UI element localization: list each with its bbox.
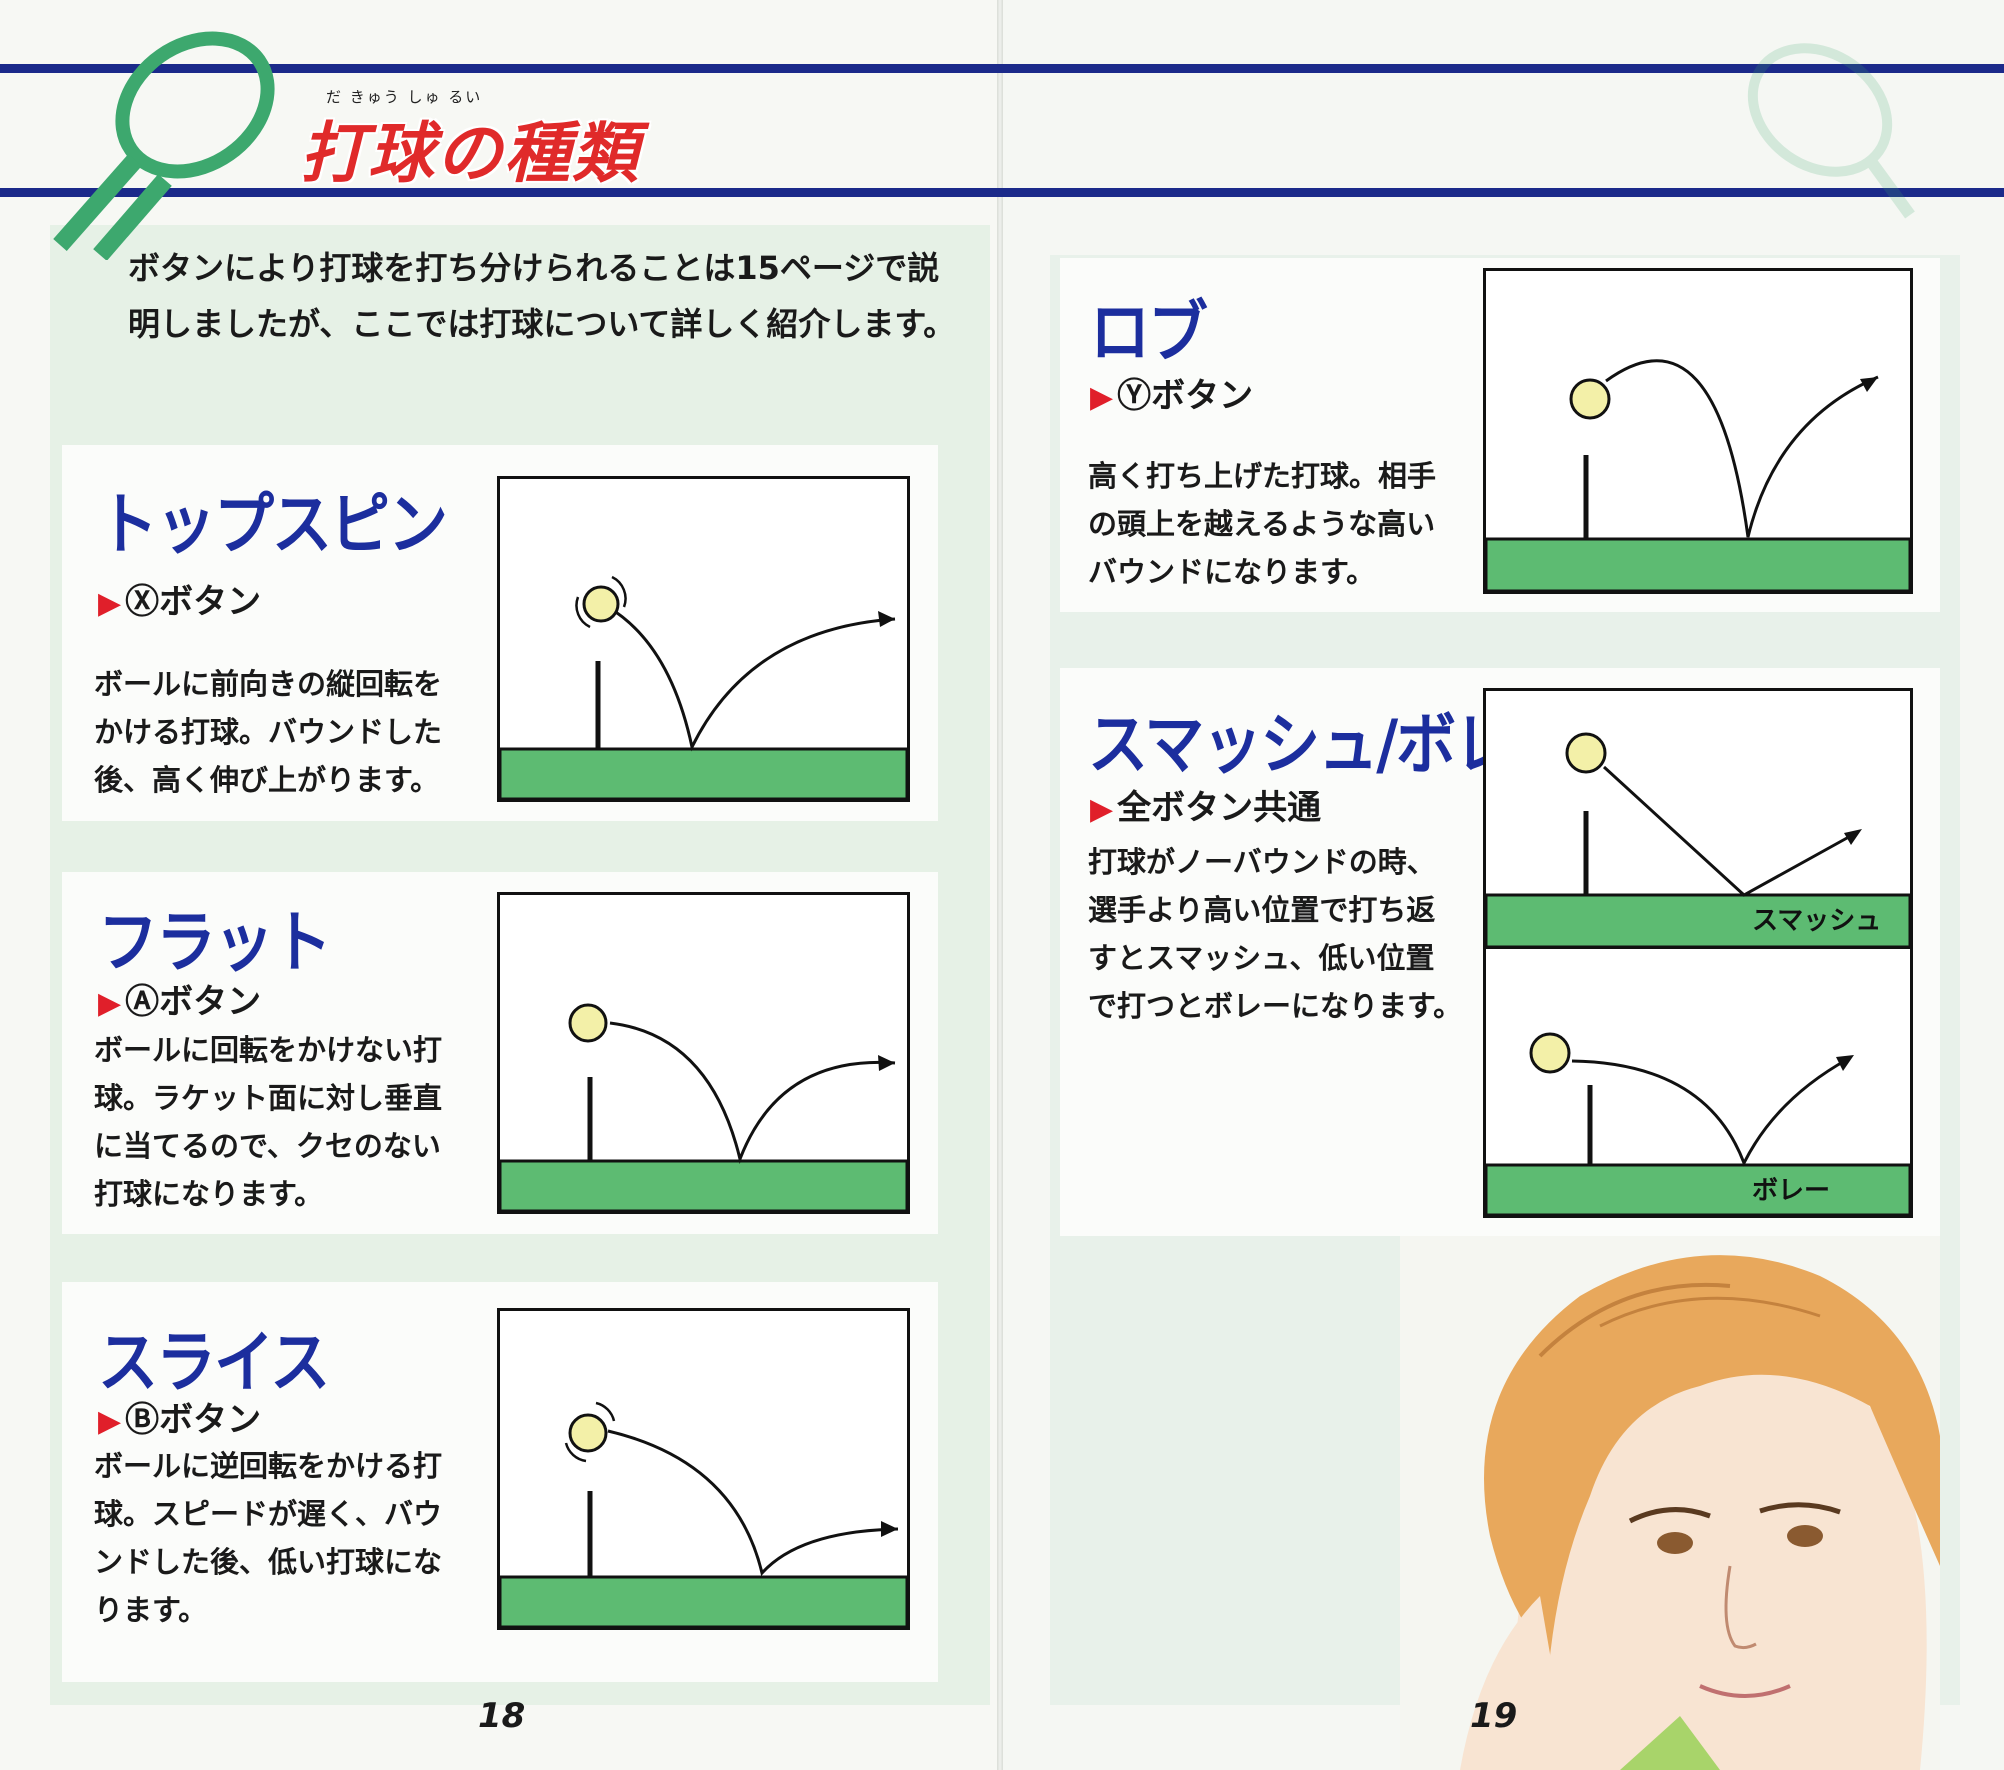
arrow-head — [1860, 377, 1878, 392]
ball-trajectory — [607, 1429, 899, 1577]
page-number-right: 19 — [1470, 1696, 1518, 1736]
smash-label: スマッシュ — [1752, 906, 1882, 936]
page-title: 打球の種類 — [300, 115, 640, 192]
desc-line: で打つとボレーになります。 — [1088, 989, 1463, 1023]
red-triangle-icon: ▶ — [1090, 380, 1114, 415]
court-ground — [500, 1159, 907, 1211]
desc-line: ボールに逆回転をかける打 — [94, 1449, 443, 1483]
lob-heading: ロブ — [1090, 293, 1208, 373]
flat-button-label: Ⓐボタン — [125, 982, 262, 1022]
desc-line: バウンドになります。 — [1088, 555, 1376, 589]
desc-line: 打球がノーバウンドの時、 — [1088, 845, 1436, 879]
ball — [1569, 378, 1611, 420]
smash-volley-button-label: 全ボタン共通 — [1117, 788, 1322, 828]
arrow-head — [878, 1055, 895, 1071]
desc-line: に当てるので、クセのない — [94, 1129, 441, 1163]
desc-line: ボールに前向きの縦回転を — [94, 667, 443, 701]
title-ruby: だ きゅう しゅ るい — [326, 88, 483, 106]
desc-line: 球。ラケット面に対し垂直 — [94, 1081, 443, 1115]
desc-line: かける打球。バウンドした — [94, 715, 443, 749]
spin-arrow-icon — [564, 1442, 587, 1463]
arrow-head — [1836, 1055, 1854, 1071]
smash-volley-button-row: ▶全ボタン共通 — [1090, 780, 1321, 829]
arrow-head — [881, 1521, 898, 1537]
court-ground — [1486, 1163, 1910, 1215]
lob-button-row: ▶Ⓨボタン — [1090, 368, 1253, 417]
intro-line-2: 明しましたが、ここでは打球について詳しく紹介します。 — [128, 305, 956, 343]
slice-heading: スライス — [98, 1323, 330, 1403]
red-triangle-icon: ▶ — [98, 986, 122, 1021]
ball-trajectory — [1602, 765, 1857, 897]
spin-arrow-icon — [575, 596, 591, 629]
desc-line: すとスマッシュ、低い位置 — [1088, 941, 1435, 975]
ball-trajectory — [1605, 359, 1879, 538]
flat-description: ボールに回転をかけない打 球。ラケット面に対し垂直 に当てるので、クセのない 打… — [94, 1026, 442, 1218]
topspin-button-label: Ⓧボタン — [125, 582, 262, 622]
ball — [1529, 1032, 1571, 1074]
court-ground — [1486, 893, 1910, 947]
player-portrait-illustration — [1400, 1236, 1940, 1770]
court-ground — [500, 747, 907, 799]
smash-diagram — [1483, 688, 1913, 950]
header-band-top — [0, 64, 2004, 73]
intro-line-1: ボタンにより打球を打ち分けられることは15ページで説 — [128, 249, 940, 287]
lob-button-label: Ⓨボタン — [1117, 376, 1254, 416]
topspin-heading: トップスピン — [98, 485, 448, 565]
desc-line: 選手より高い位置で打ち返 — [1088, 893, 1436, 927]
ball — [568, 1413, 608, 1453]
desc-line: 高く打ち上げた打球。相手 — [1088, 459, 1437, 493]
slice-button-row: ▶Ⓑボタン — [98, 1392, 261, 1441]
volley-label: ボレー — [1752, 1176, 1831, 1206]
desc-line: 打球になります。 — [94, 1177, 324, 1211]
court-ground — [500, 1575, 907, 1627]
ball-trajectory — [609, 1021, 896, 1165]
slice-diagram — [497, 1308, 910, 1630]
slice-button-label: Ⓑボタン — [125, 1400, 262, 1440]
flat-heading: フラット — [98, 903, 332, 983]
smash-volley-description: 打球がノーバウンドの時、 選手より高い位置で打ち返 すとスマッシュ、低い位置 で… — [1088, 838, 1462, 1030]
arrow-head — [1844, 829, 1862, 845]
book-spine — [997, 0, 1003, 1770]
ball — [1565, 732, 1607, 774]
red-triangle-icon: ▶ — [1090, 792, 1114, 827]
ball — [582, 585, 620, 623]
header-band-bottom — [0, 188, 2004, 197]
spin-arrow-icon — [595, 1401, 616, 1422]
flat-diagram — [497, 892, 910, 1214]
flat-button-row: ▶Ⓐボタン — [98, 974, 261, 1023]
desc-line: 後、高く伸び上がります。 — [94, 763, 440, 797]
volley-diagram — [1483, 946, 1913, 1218]
desc-line: ります。 — [94, 1593, 208, 1627]
lob-description: 高く打ち上げた打球。相手 の頭上を越えるような高い バウンドになります。 — [1088, 452, 1436, 596]
ball-trajectory — [607, 605, 896, 752]
page-number-left: 18 — [478, 1696, 526, 1736]
slice-description: ボールに逆回転をかける打 球。スピードが遅く、バウ ンドした後、低い打球にな り… — [94, 1442, 442, 1634]
lob-diagram — [1483, 268, 1913, 594]
red-triangle-icon: ▶ — [98, 1404, 122, 1439]
intro-text: ボタンにより打球を打ち分けられることは15ページで説 明しましたが、ここでは打球… — [128, 240, 968, 352]
ball-trajectory — [1571, 1057, 1849, 1167]
tennis-racket-icon — [53, 31, 275, 260]
desc-line: ボールに回転をかけない打 — [94, 1033, 443, 1067]
spin-arrow-icon — [611, 575, 627, 608]
topspin-description: ボールに前向きの縦回転を かける打球。バウンドした 後、高く伸び上がります。 — [94, 660, 442, 804]
desc-line: ンドした後、低い打球にな — [94, 1545, 443, 1579]
faded-racket-icon — [1747, 43, 1915, 219]
topspin-diagram — [497, 476, 910, 802]
desc-line: 球。スピードが遅く、バウ — [94, 1497, 443, 1531]
topspin-button-row: ▶Ⓧボタン — [98, 574, 261, 623]
ball — [568, 1003, 608, 1043]
desc-line: の頭上を越えるような高い — [1088, 507, 1436, 541]
arrow-head — [878, 611, 895, 627]
court-ground — [1486, 537, 1910, 591]
red-triangle-icon: ▶ — [98, 586, 122, 621]
